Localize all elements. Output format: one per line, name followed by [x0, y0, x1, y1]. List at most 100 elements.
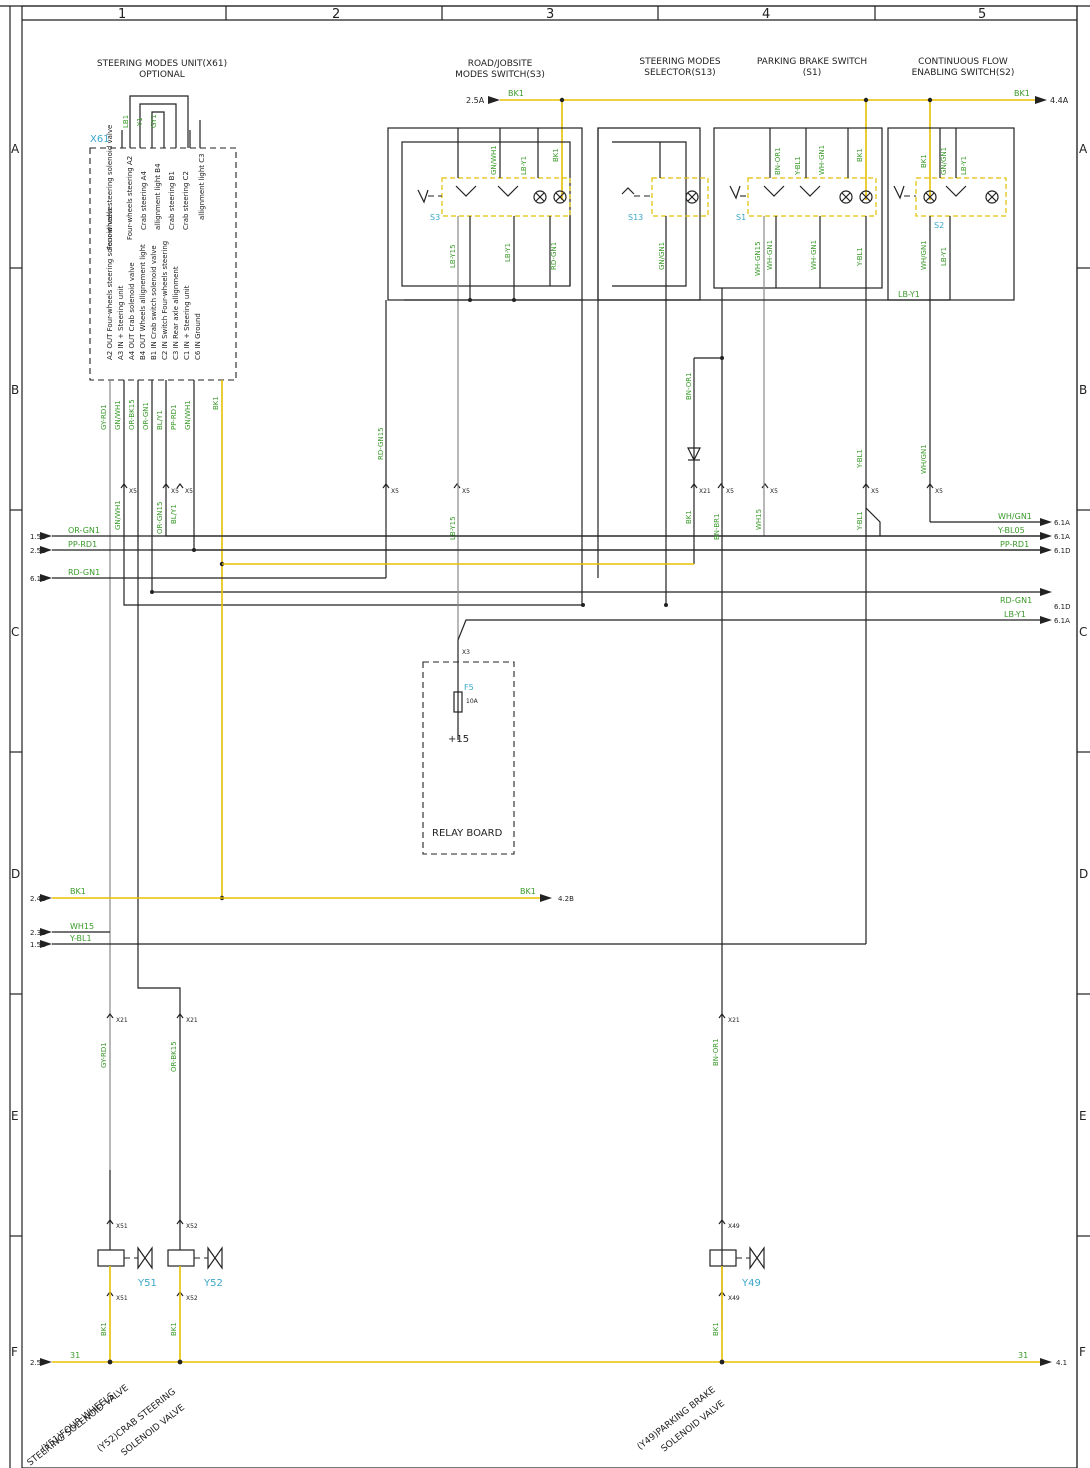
top-bus-left-ref: 2.5A	[466, 96, 485, 105]
x5-connector-row	[120, 483, 934, 489]
lower-wire-bk1-y51: BK1	[100, 1322, 108, 1336]
s2-title-line1: CONTINUOUS FLOW	[918, 57, 1008, 67]
x61-steering-modes-unit: A2 OUT Four-wheels steering solenoid val…	[89, 95, 237, 381]
s1-id: S1	[736, 213, 746, 222]
right-wire-label-3: PP-RD1	[1000, 540, 1029, 549]
top-bus-right-ref: 4.4A	[1050, 96, 1069, 105]
row-label-c-left: C	[11, 625, 19, 639]
s2-wire-gn-gn1: GN/GN1	[940, 147, 948, 175]
ybl-left-ref: 1.5B	[30, 941, 46, 949]
left-ref-3: 6.1B	[30, 575, 46, 583]
column-label-1: 1	[118, 7, 126, 22]
left-ref-2: 2.5D	[30, 547, 47, 555]
x61-pin-desc-c1: C1 IN + Steering unit	[183, 285, 191, 360]
x61-output-wires	[109, 380, 1040, 1170]
lower-wire-or-bk15: OR-BK15	[170, 1041, 178, 1072]
row-label-d-right: D	[1079, 867, 1088, 881]
s1-wire-wh-gn1-b: WH-GN1	[766, 240, 774, 270]
s1-title-line2: (S1)	[803, 68, 821, 78]
row-label-f-right: F	[1079, 1345, 1086, 1359]
s3-wire-rd-gn1: RD-GN1	[550, 242, 558, 270]
x61-pin-desc-b4: B4 OUT Wheels allignement light	[139, 244, 147, 360]
x61-pin-desc-a4: A4 OUT Crab solenoid valve	[128, 262, 136, 360]
vlabel-bl-y1: BL/Y1	[170, 504, 178, 524]
s1-title-line1: PARKING BRAKE SWITCH	[757, 57, 867, 67]
ground-left-label: 31	[70, 1351, 80, 1360]
relay-board-label: RELAY BOARD	[432, 828, 503, 839]
vlabel-wh15: WH15	[755, 509, 763, 530]
right-wire-label-4: RD-GN1	[1000, 596, 1032, 605]
x61-upper-label-4: allignment light B4	[154, 163, 162, 230]
fuse-rating: 10A	[466, 698, 479, 705]
x61-pin-desc-a3: A3 IN + Steering unit	[117, 285, 125, 360]
row-label-b-left: B	[11, 383, 19, 397]
x61-wire-gy-rd1: GY-RD1	[100, 404, 108, 430]
x5-label-4: X5	[391, 488, 399, 495]
s1-wire-bn-or1: BN-OR1	[774, 147, 782, 175]
vlabel-bn-br1: BN-BR1	[713, 514, 721, 540]
s13-wire-gn-gn1: GN/GN1	[658, 242, 666, 270]
ground-right-label: 31	[1018, 1351, 1028, 1360]
s2-wire-wh-gn1: WH/GN1	[920, 240, 928, 270]
ground-bus-31	[40, 1358, 1052, 1366]
x61-upper-label-7: allignment light C3	[198, 153, 206, 220]
y49-id: Y49	[741, 1278, 761, 1289]
s2-title-line2: ENABLING SWITCH(S2)	[912, 68, 1015, 78]
x21-label-y49: X21	[728, 1017, 740, 1024]
row-label-b-right: B	[1079, 383, 1087, 397]
y51-id: Y51	[137, 1278, 157, 1289]
s1-wire-bk1: BK1	[856, 148, 864, 162]
column-label-5: 5	[978, 7, 986, 22]
x61-upper-label-6: Crab steering C2	[182, 171, 190, 230]
s3-id: S3	[430, 213, 440, 222]
right-ref-4: 6.1D	[1054, 603, 1071, 611]
x61-wire-gn-wh1: GN/WH1	[114, 400, 122, 430]
row-label-a-left: A	[11, 142, 20, 156]
y52-solenoid-valve	[167, 1170, 223, 1362]
vlabel-y-bl1-b: Y-BL1	[856, 511, 864, 531]
x5-label-1: X5	[129, 488, 137, 495]
x61-upper-label-2: Four-wheels steering A2	[126, 156, 134, 240]
x5-label-3: X5	[185, 488, 193, 495]
mid-horizontal-wires	[40, 300, 1052, 662]
x21-label-y51: X21	[116, 1017, 128, 1024]
x61-wire-bl-y1: BL/Y1	[156, 410, 164, 430]
y51-desc-line2: STEERING SOLENOID VALVE	[26, 1383, 131, 1468]
s3-title-line1: ROAD/JOBSITE	[468, 59, 533, 69]
x61-pin-desc-a2: A2 OUT Four-wheels steering solenoid val…	[106, 206, 114, 360]
y49-solenoid-valve	[709, 1246, 765, 1362]
s3-wire-lb-y15: LB-Y15	[449, 244, 457, 268]
vlabel-gn-wh1: GN/WH1	[114, 500, 122, 530]
x51-label-bottom: X51	[116, 1295, 128, 1302]
bk-bus-row-d	[40, 894, 866, 948]
row-label-a-right: A	[1079, 142, 1088, 156]
fuse-supply: +15	[448, 734, 469, 745]
s13-steering-modes-selector	[581, 127, 709, 607]
x61-title-line1: STEERING MODES UNIT(X61)	[97, 59, 227, 69]
s1-wire-wh-gn1-c: WH-GN1	[810, 240, 818, 270]
s1-wire-wh-gn15: WH-GN15	[754, 241, 762, 276]
top-bk-bus	[488, 96, 1047, 200]
wh-left-label: WH15	[70, 922, 94, 931]
x5-label-5: X5	[462, 488, 470, 495]
bk-bus-left-ref: 2.4B	[30, 895, 46, 903]
x61-pin-desc-c6: C6 IN Ground	[194, 313, 202, 360]
s2-continuous-flow-switch	[887, 127, 1040, 523]
x52-label-top: X52	[186, 1223, 198, 1230]
lower-x21-connectors	[106, 1013, 726, 1297]
lower-wire-bn-or1: BN-OR1	[712, 1038, 720, 1066]
right-ref-1: 6.1A	[1054, 519, 1070, 527]
x49-label-top: X49	[728, 1223, 740, 1230]
s3-wire-lb-y1-b: LB-Y1	[504, 243, 512, 262]
x5-label-2: X5	[171, 488, 179, 495]
x61-top-pin-lb1: LB1	[122, 115, 130, 128]
top-bus-label-left: BK1	[508, 89, 524, 98]
s1-wire-wh-gn1: WH-GN1	[818, 145, 826, 175]
s2-wire-lb-y1-b: LB-Y1	[940, 247, 948, 266]
s2-wire-bk1: BK1	[920, 154, 928, 168]
ybl-left-label: Y-BL1	[69, 934, 92, 943]
x3-connector-label: X3	[462, 649, 470, 656]
x52-label-bottom: X52	[186, 1295, 198, 1302]
x61-wire-bk1: BK1	[212, 396, 220, 410]
